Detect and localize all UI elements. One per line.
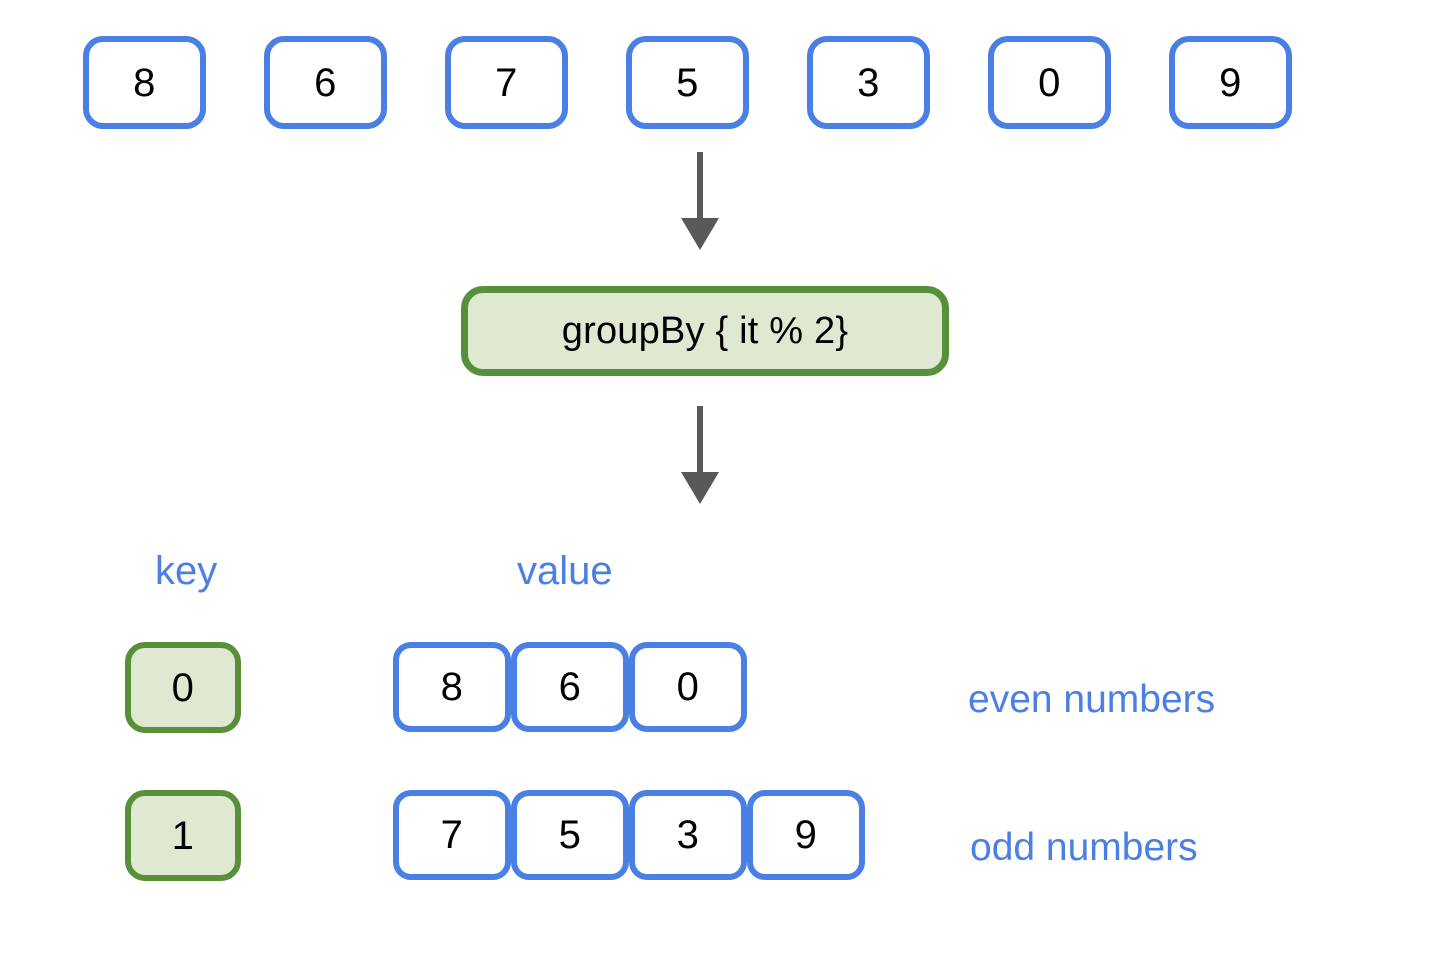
input-cell: 9 <box>1169 36 1292 129</box>
operation-label: groupBy { it % 2} <box>561 309 849 352</box>
group-annotation-odd: odd numbers <box>970 826 1198 869</box>
group-value-cell: 7 <box>393 790 511 880</box>
group-key-cell: 0 <box>125 642 241 733</box>
group-value-cell: 0 <box>629 642 747 732</box>
arrow-operation-to-result <box>681 406 719 504</box>
column-header-value: value <box>517 549 613 593</box>
input-cell: 7 <box>445 36 568 129</box>
input-cell: 8 <box>83 36 206 129</box>
group-key-cell: 1 <box>125 790 241 881</box>
input-cell: 0 <box>988 36 1111 129</box>
group-annotation-even: even numbers <box>968 678 1216 721</box>
group-value-cell: 8 <box>393 642 511 732</box>
group-value-cell: 5 <box>511 790 629 880</box>
arrow-input-to-operation <box>681 152 719 250</box>
operation-box: groupBy { it % 2} <box>461 286 949 376</box>
input-cell: 3 <box>807 36 930 129</box>
column-header-key: key <box>155 549 218 593</box>
group-value-cell: 3 <box>629 790 747 880</box>
group-value-cell: 9 <box>747 790 865 880</box>
input-cell: 5 <box>626 36 749 129</box>
group-value-cell: 6 <box>511 642 629 732</box>
input-cell: 6 <box>264 36 387 129</box>
